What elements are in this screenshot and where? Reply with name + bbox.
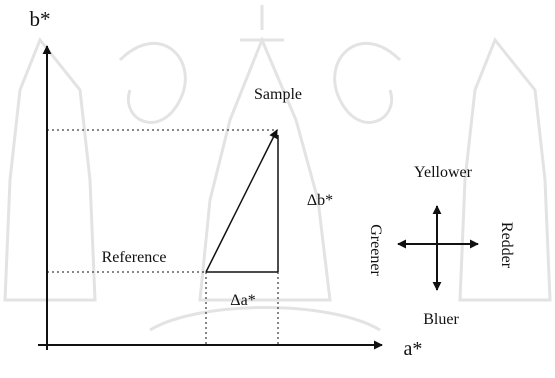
bluer-label: Bluer: [423, 311, 459, 328]
sample-label: Sample: [254, 86, 302, 103]
redder-label: Redder: [498, 222, 515, 269]
delta-e-arrow: [205, 129, 278, 273]
watermark-emblem: [3, 5, 552, 332]
reference-label: Reference: [102, 249, 167, 266]
delta-a-label: Δa*: [230, 292, 255, 309]
greener-label: Greener: [367, 224, 384, 276]
y-axis-label: b*: [30, 7, 51, 31]
yellower-label: Yellower: [414, 164, 473, 181]
x-axis-label: a*: [404, 338, 423, 360]
delta-b-label: Δb*: [307, 192, 333, 209]
